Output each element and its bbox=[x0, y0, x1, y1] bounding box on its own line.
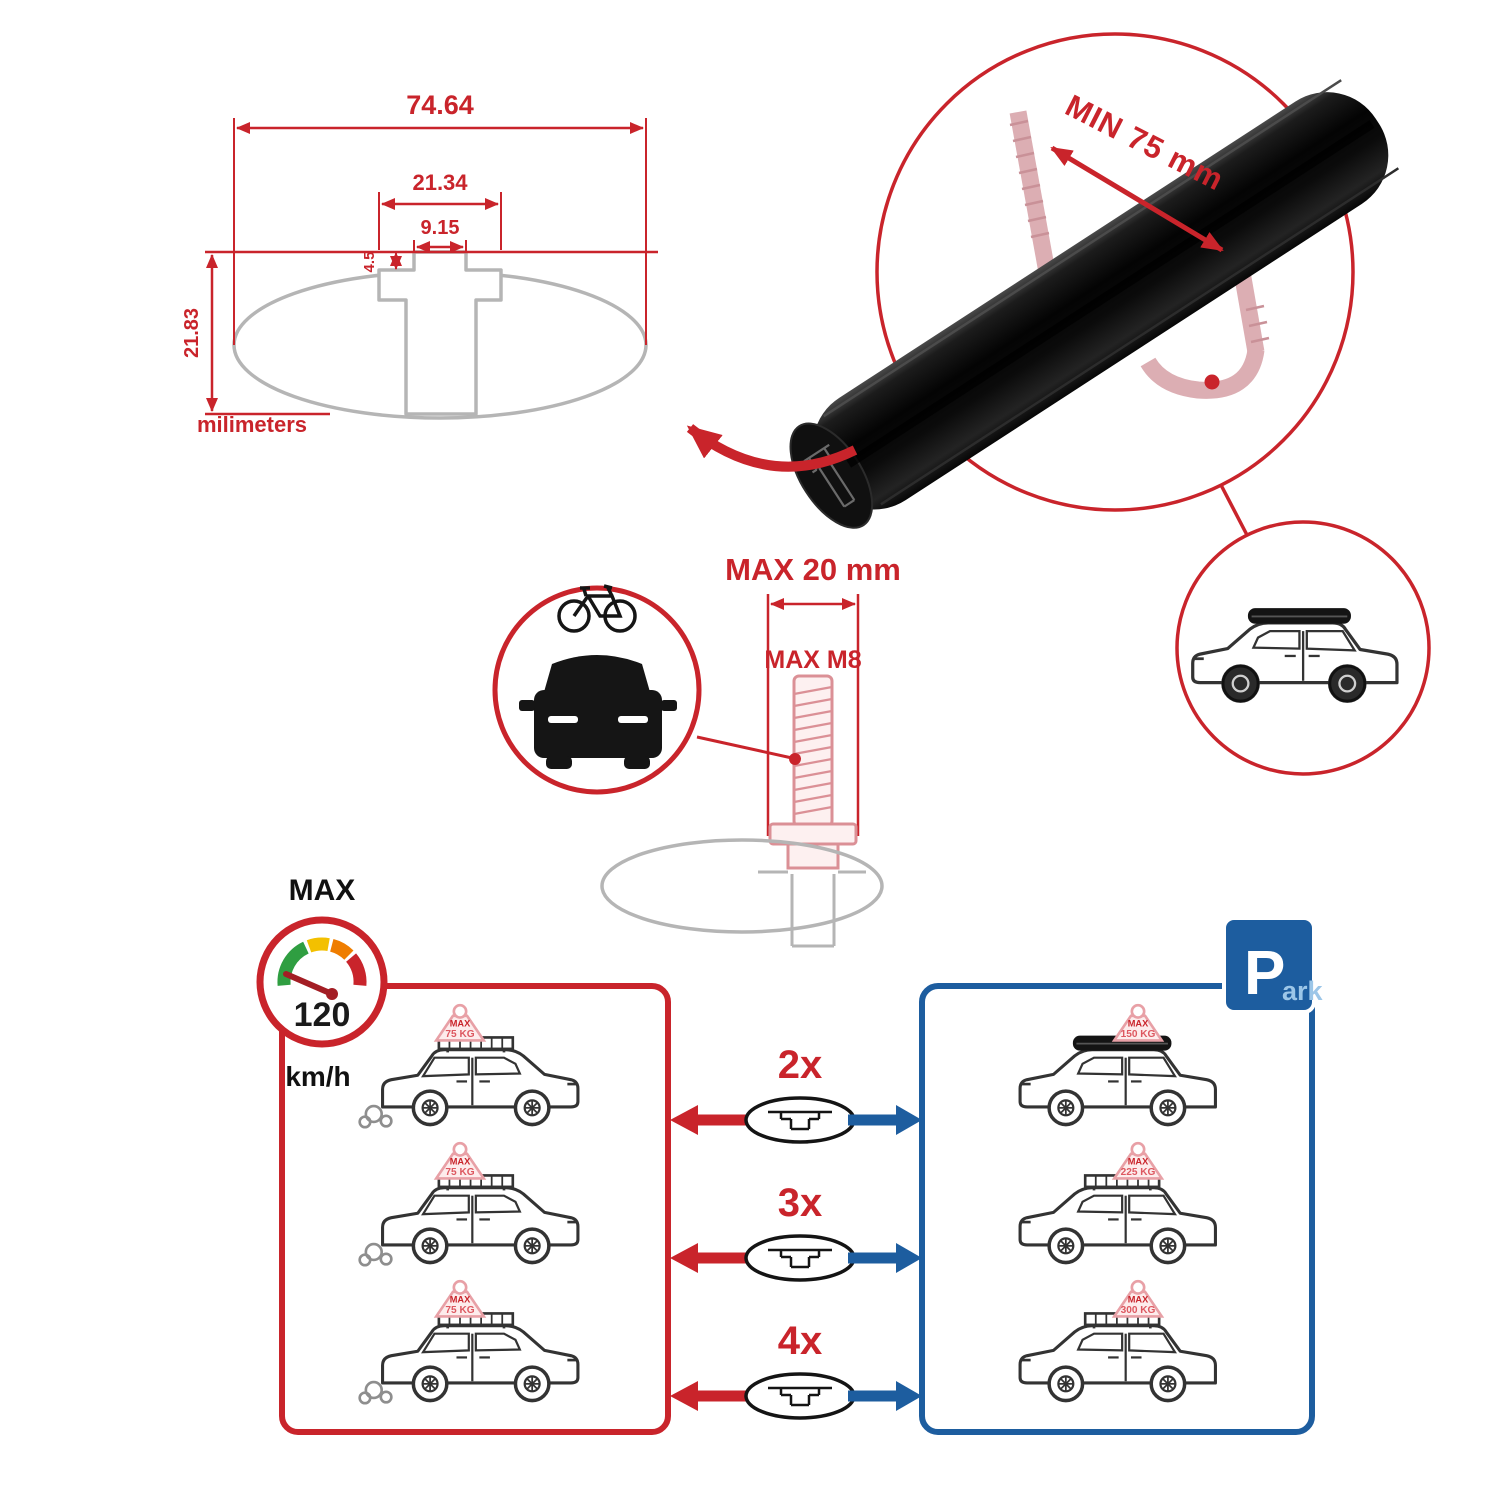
badge-connector-line bbox=[696, 735, 793, 760]
right-arrow-icon bbox=[896, 1105, 922, 1135]
car-front-icon bbox=[519, 655, 677, 769]
parked-car-row-1: MAX 150 KG bbox=[1018, 1003, 1218, 1127]
capacity-flag: MAX 225 KG bbox=[1111, 1141, 1165, 1180]
driving-car-row-3: MAX 75 KG bbox=[358, 1279, 580, 1405]
parked-car-row-2: MAX 225 KG bbox=[1018, 1141, 1218, 1265]
capacity-flag: MAX 300 KG bbox=[1111, 1279, 1165, 1318]
multiplier-row-1: 2x bbox=[670, 1043, 922, 1144]
speed-max-label: MAX bbox=[289, 874, 356, 907]
speed-limit-gauge: MAX 120 km/h bbox=[256, 874, 388, 1092]
arrow-to-dimension-diagram bbox=[686, 424, 858, 472]
bar-socket-outline bbox=[600, 838, 884, 948]
speed-unit: km/h bbox=[285, 1061, 350, 1092]
dim-total-height-label: 21.83 bbox=[181, 308, 203, 358]
flag-max-label: MAX bbox=[1128, 1294, 1149, 1304]
dim-slot-width-label: 9.15 bbox=[421, 217, 460, 239]
flag-weight-value: 300 KG bbox=[1121, 1305, 1156, 1316]
t-bolt bbox=[768, 674, 858, 870]
dim-total-width-label: 74.64 bbox=[406, 90, 474, 120]
bolt-detail: MAX 20 mm MAX M8 bbox=[492, 552, 901, 948]
bolt-max-thread-label: MAX M8 bbox=[764, 646, 861, 674]
right-arrow-icon bbox=[896, 1243, 922, 1273]
car-bike-badge bbox=[492, 584, 702, 795]
driving-car-row-2: MAX 75 KG bbox=[358, 1141, 580, 1267]
units-label: milimeters bbox=[197, 412, 307, 437]
flag-weight-value: 75 KG bbox=[445, 1167, 474, 1178]
min-span-arrow bbox=[1050, 145, 1224, 253]
capacity-comparison: MAX 120 km/h P ark bbox=[256, 874, 1324, 1435]
bolt-pointer-dot bbox=[789, 753, 801, 765]
driving-box bbox=[279, 983, 671, 1435]
flag-max-label: MAX bbox=[450, 1156, 471, 1166]
flag-max-label: MAX bbox=[1128, 1018, 1149, 1028]
left-arrow-icon bbox=[670, 1105, 698, 1135]
speed-value: 120 bbox=[294, 996, 351, 1034]
min-span-label: MIN 75 mm bbox=[1060, 88, 1230, 198]
crossbar-section-icon bbox=[744, 1096, 856, 1144]
crossbar bbox=[789, 79, 1400, 529]
left-arrow-icon bbox=[670, 1243, 698, 1273]
capacity-flag: MAX 75 KG bbox=[433, 1279, 487, 1318]
crossbar-section-icon bbox=[744, 1234, 856, 1282]
multiplier-label: 2x bbox=[778, 1043, 823, 1087]
crossbar-section-icon bbox=[744, 1372, 856, 1420]
bike-icon bbox=[557, 584, 637, 633]
flag-weight-value: 225 KG bbox=[1121, 1167, 1156, 1178]
driving-car-row-1: MAX 75 KG bbox=[358, 1003, 580, 1129]
t-slot-profile bbox=[377, 250, 503, 416]
crossbar-detail: MIN 75 mm bbox=[686, 32, 1431, 776]
left-arrow-icon bbox=[670, 1381, 698, 1411]
suv-roofbox-badge bbox=[1175, 520, 1431, 776]
parked-car-row-3: MAX 300 KG bbox=[1018, 1279, 1218, 1403]
capacity-flag: MAX 150 KG bbox=[1111, 1003, 1165, 1042]
detail-circle bbox=[875, 32, 1355, 512]
connector-line bbox=[1219, 484, 1249, 536]
flag-weight-value: 150 KG bbox=[1121, 1029, 1156, 1040]
dim-slot-depth-label: 4.5 bbox=[361, 252, 378, 273]
multiplier-label: 4x bbox=[778, 1319, 823, 1363]
flag-max-label: MAX bbox=[450, 1294, 471, 1304]
park-rest: ark bbox=[1282, 976, 1324, 1006]
capacity-flag: MAX 75 KG bbox=[433, 1141, 487, 1180]
right-arrow-icon bbox=[896, 1381, 922, 1411]
flag-weight-value: 75 KG bbox=[445, 1305, 474, 1316]
multiplier-label: 3x bbox=[778, 1181, 823, 1225]
park-sign: P ark bbox=[1222, 916, 1324, 1014]
capacity-flag: MAX 75 KG bbox=[433, 1003, 487, 1042]
parking-box bbox=[919, 983, 1315, 1435]
bolt-max-width-label: MAX 20 mm bbox=[725, 552, 901, 587]
fixing-point-dot bbox=[1204, 374, 1220, 390]
gauge-needle bbox=[283, 971, 335, 997]
flag-max-label: MAX bbox=[1128, 1156, 1149, 1166]
flag-weight-value: 75 KG bbox=[445, 1029, 474, 1040]
multiplier-row-3: 4x bbox=[670, 1319, 922, 1420]
flag-max-label: MAX bbox=[450, 1018, 471, 1028]
park-letter: P bbox=[1244, 939, 1285, 1008]
multiplier-row-2: 3x bbox=[670, 1181, 922, 1282]
dim-cavity-width-label: 21.34 bbox=[412, 170, 468, 195]
dimension-diagram: 74.64 21.34 9.15 4.5 21.83 milimeters bbox=[181, 90, 658, 437]
gauge-arcs bbox=[277, 937, 367, 986]
